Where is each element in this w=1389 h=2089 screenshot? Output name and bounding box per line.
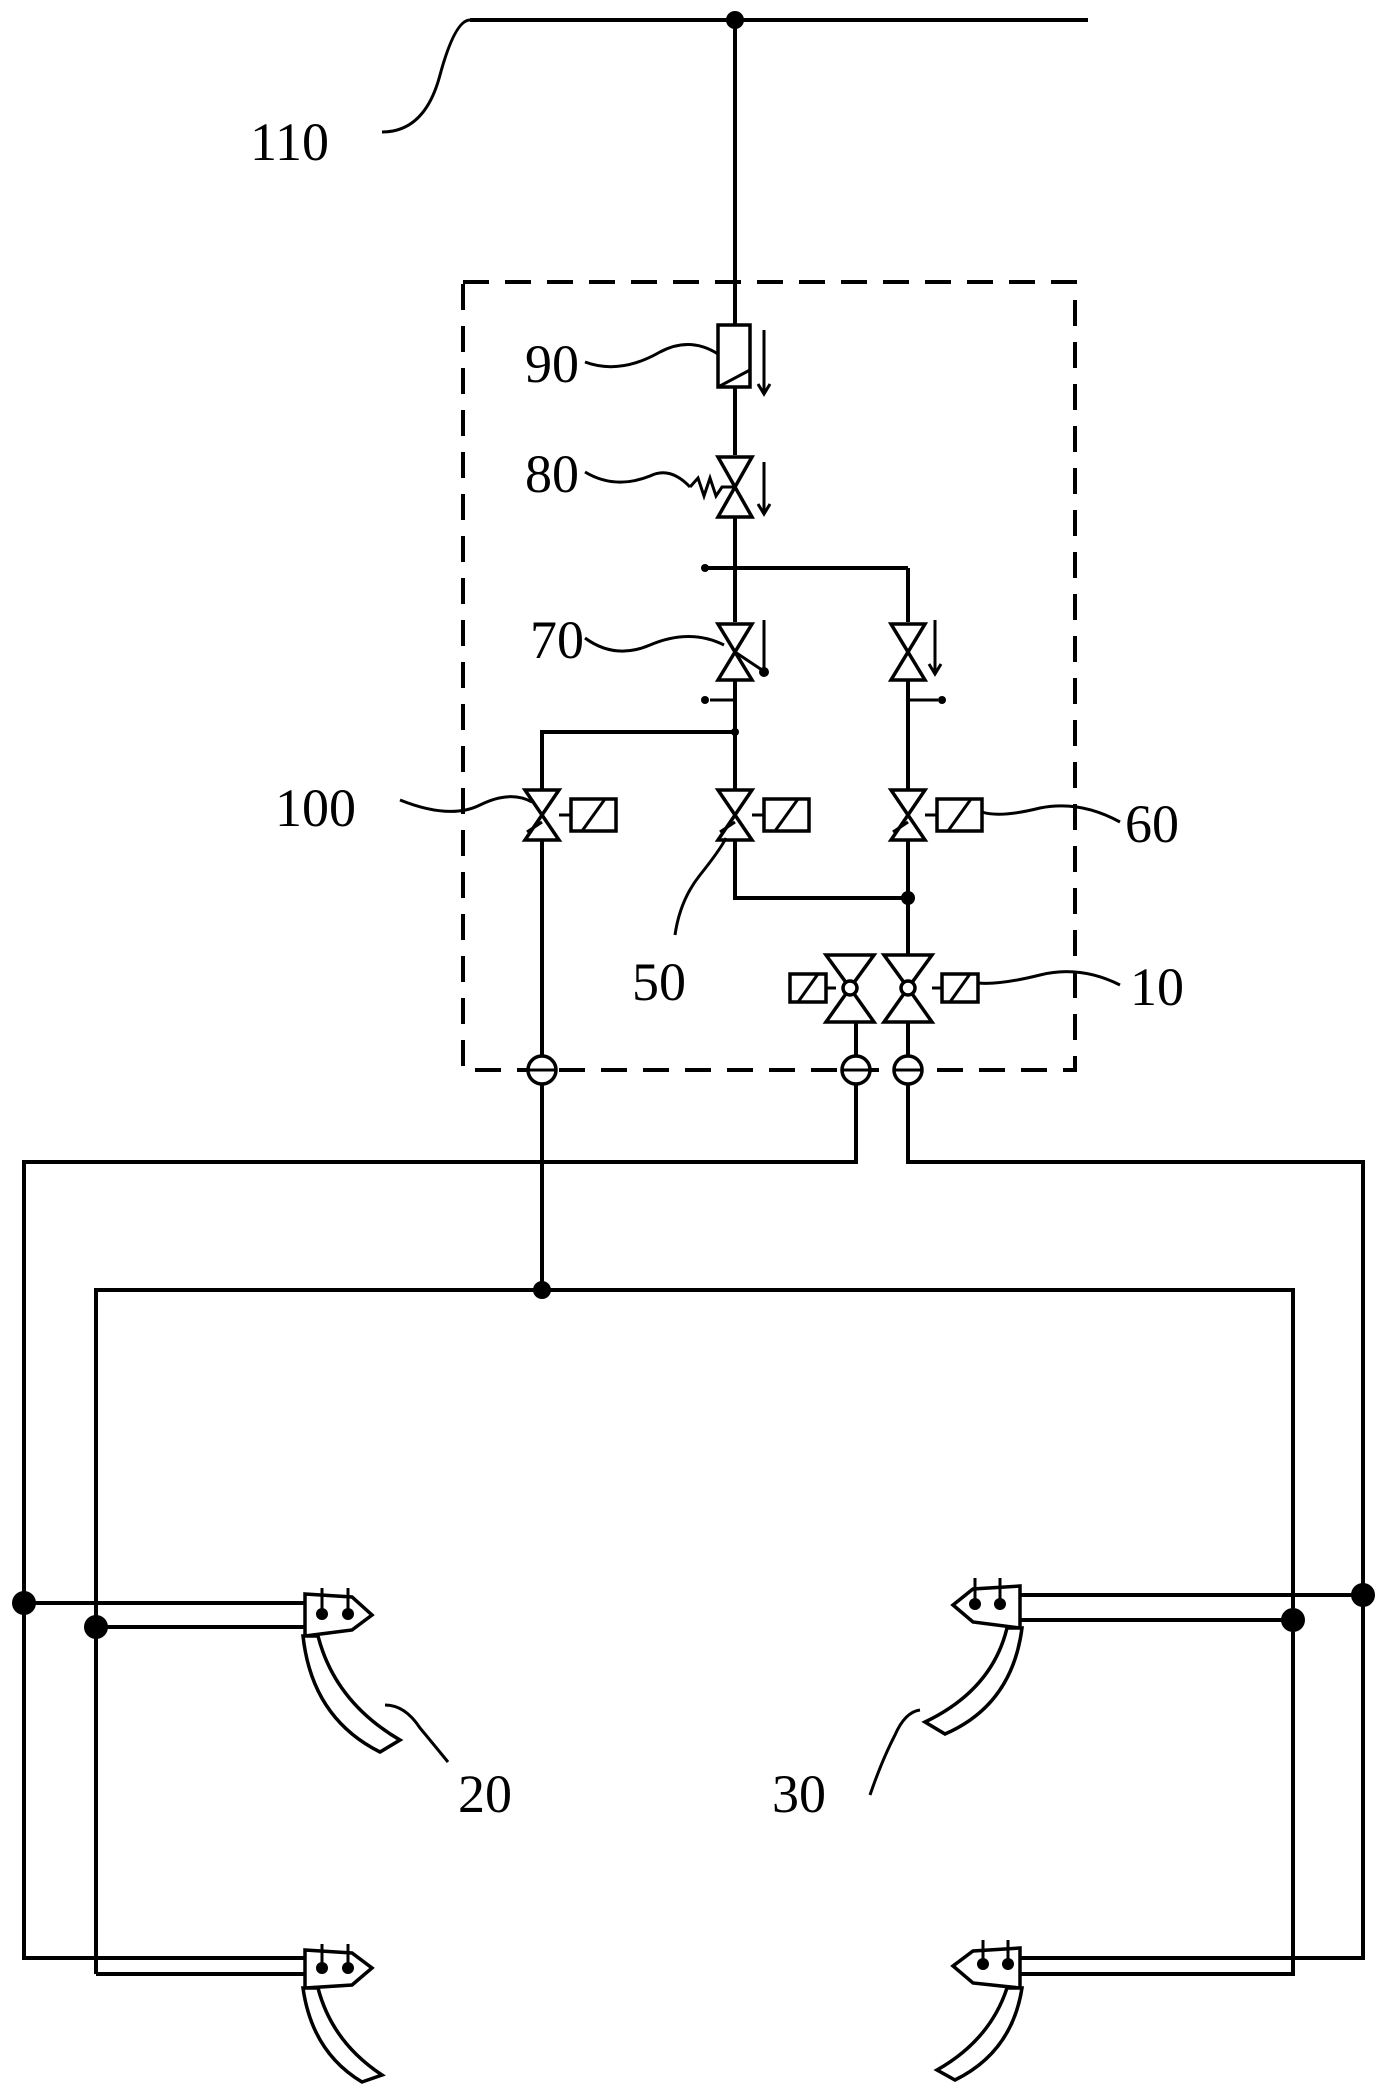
distribution-lines bbox=[12, 1084, 1375, 1976]
nozzle-20-upper bbox=[301, 1588, 404, 1754]
label-100: 100 bbox=[275, 778, 356, 838]
label-80: 80 bbox=[525, 444, 579, 504]
filter-90 bbox=[716, 323, 772, 397]
supply-line-110 bbox=[470, 11, 1088, 325]
label-30: 30 bbox=[772, 1764, 826, 1824]
dual-solenoid-valve-10 bbox=[788, 953, 980, 1024]
check-valve-70-right bbox=[887, 620, 946, 704]
label-90: 90 bbox=[525, 334, 579, 394]
reference-numerals: 110 90 80 70 100 50 60 10 20 30 bbox=[250, 112, 1184, 1824]
label-110: 110 bbox=[250, 112, 329, 172]
solenoid-valve-50 bbox=[714, 788, 811, 842]
nozzle-30-lower bbox=[933, 1940, 1025, 2082]
solenoid-valve-100 bbox=[521, 788, 618, 842]
nozzle-20-lower bbox=[300, 1944, 386, 2084]
pressure-valve-80 bbox=[688, 455, 772, 519]
label-70: 70 bbox=[530, 610, 584, 670]
valve-block-boundary bbox=[461, 280, 1077, 1072]
label-10: 10 bbox=[1130, 957, 1184, 1017]
label-50: 50 bbox=[632, 952, 686, 1012]
nozzle-30-upper bbox=[921, 1578, 1024, 1736]
outlet-ports bbox=[526, 1054, 924, 1086]
label-20: 20 bbox=[458, 1764, 512, 1824]
solenoid-valve-60 bbox=[887, 788, 984, 842]
leader-lines bbox=[381, 18, 1121, 1796]
label-60: 60 bbox=[1125, 794, 1179, 854]
